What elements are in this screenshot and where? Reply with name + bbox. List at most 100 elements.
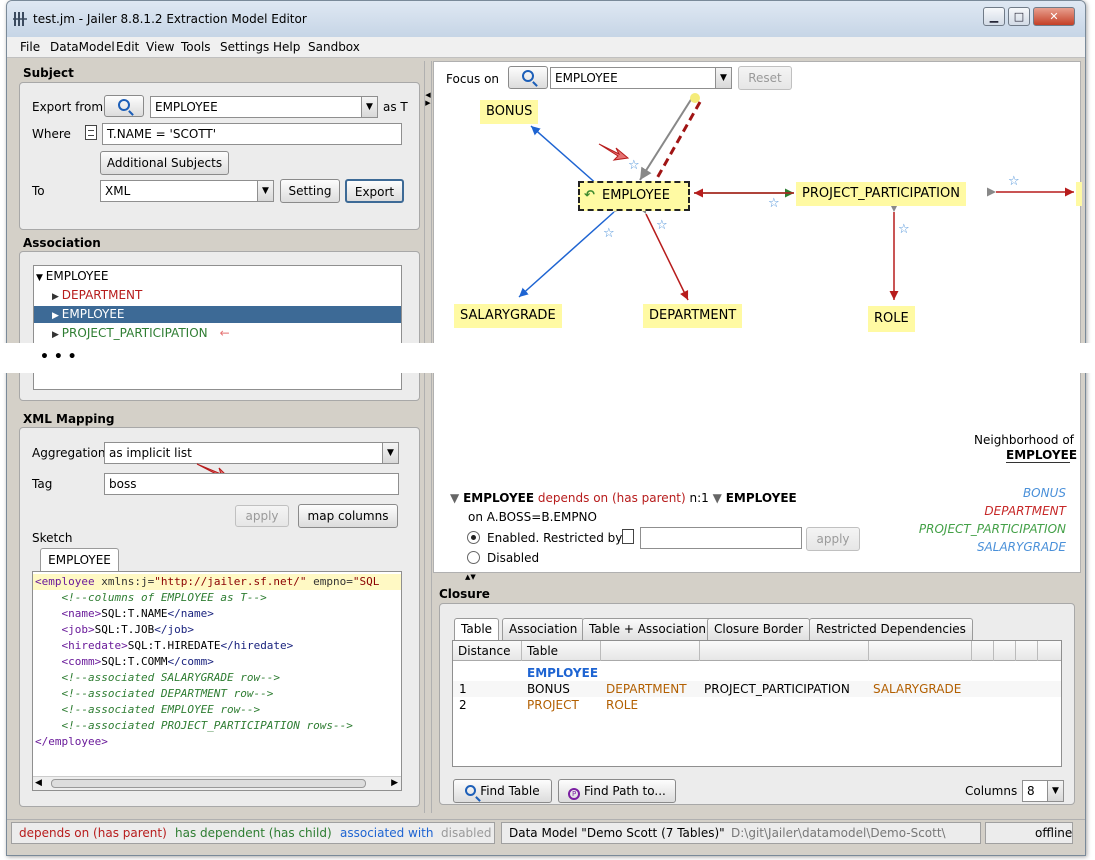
table-row[interactable]: 2 PROJECT ROLE [453, 697, 1061, 713]
export-from-label: Export from [32, 100, 104, 114]
data-model-panel [501, 822, 981, 844]
table-row-root[interactable]: EMPLOYEE [527, 666, 599, 680]
disabled-radio[interactable] [467, 551, 480, 564]
edge-salarygrade [518, 202, 624, 298]
triangle-down-icon: ▼ [450, 491, 460, 505]
menu-edit[interactable]: Edit [116, 40, 140, 54]
mode-panel [985, 822, 1073, 844]
tree-item-employee[interactable]: ▶ EMPLOYEE [34, 306, 401, 323]
restriction-input[interactable] [640, 527, 802, 549]
sketch-label: Sketch [32, 531, 73, 545]
neighborhood-item-salarygrade[interactable]: SALARYGRADE [976, 540, 1066, 554]
menu-view[interactable]: View [146, 40, 175, 54]
pointer-arrow-icon [598, 143, 630, 161]
menu-help[interactable]: Help [273, 40, 301, 54]
horizontal-scrollbar[interactable]: ◀ ▶ [33, 776, 401, 790]
menu-tools[interactable]: Tools [181, 40, 211, 54]
legend-associated-with: associated with [340, 826, 434, 840]
subject-panel: Export from EMPLOYEE ▼ as T Where T.NAME… [19, 82, 420, 230]
star-icon: ☆ [898, 222, 910, 237]
setting-button[interactable]: Setting [280, 179, 340, 203]
enabled-radio[interactable] [467, 531, 480, 544]
tree-root[interactable]: ▼ EMPLOYEE [36, 269, 109, 283]
menu-datamodel[interactable]: DataModel [50, 40, 115, 54]
column-header-table[interactable]: Table [527, 644, 559, 658]
apply-restriction-button[interactable]: apply [806, 527, 860, 551]
menu-file[interactable]: File [20, 40, 41, 54]
find-table-button[interactable]: Find Table [453, 779, 552, 803]
to-label: To [32, 184, 45, 198]
format-combo[interactable]: XML ▼ [100, 180, 274, 202]
refresh-icon: ↶ [584, 188, 595, 203]
node-employee[interactable]: ↶ EMPLOYEE [578, 181, 690, 211]
tab-sketch-employee[interactable]: EMPLOYEE [40, 548, 119, 572]
title-bar: test.jm - Jailer 8.8.1.2 Extraction Mode… [7, 1, 1085, 37]
table-cell: ROLE [606, 698, 639, 712]
search-subject-button[interactable] [104, 95, 144, 117]
tab-table-association[interactable]: Table + Association [582, 618, 714, 640]
export-button[interactable]: Export [345, 179, 404, 203]
tab-closure-border[interactable]: Closure Border [707, 618, 811, 640]
aggregation-combo[interactable]: as implicit list ▼ [104, 442, 399, 464]
focus-label: Focus on [446, 72, 500, 86]
disabled-label: Disabled [487, 551, 540, 565]
edge-department [638, 203, 689, 301]
maximize-button[interactable]: □ [1008, 7, 1030, 26]
map-columns-button[interactable]: map columns [298, 504, 398, 528]
close-button[interactable]: ✕ [1033, 7, 1075, 26]
node-project-participation[interactable]: PROJECT_PARTICIPATION [796, 182, 966, 206]
code-line: <!--columns of EMPLOYEE as T--> [35, 591, 267, 604]
star-icon: ☆ [768, 196, 780, 211]
find-path-button[interactable]: P Find Path to... [558, 779, 676, 803]
neighborhood-item-project-participation[interactable]: PROJECT_PARTICIPATION [918, 522, 1066, 536]
path-icon: P [568, 788, 581, 800]
node-department[interactable]: DEPARTMENT [643, 304, 743, 328]
focus-combo[interactable]: EMPLOYEE ▼ [550, 67, 732, 89]
distance-cell: 2 [459, 698, 467, 712]
tree-item-department[interactable]: ▶ DEPARTMENT [52, 288, 143, 302]
export-from-combo[interactable]: EMPLOYEE ▼ [150, 96, 378, 118]
horizontal-splitter[interactable]: ▲▼ [433, 573, 1081, 581]
neighborhood-item-bonus[interactable]: BONUS [1022, 486, 1066, 500]
tab-association[interactable]: Association [502, 618, 585, 640]
table-row[interactable]: 1 BONUS DEPARTMENT PROJECT_PARTICIPATION… [453, 681, 1061, 697]
closure-header: Closure [439, 587, 490, 601]
tag-input[interactable]: boss [104, 473, 399, 495]
focus-search-button[interactable] [508, 66, 548, 89]
closure-panel: Table Association Table + Association Cl… [439, 603, 1075, 805]
node-role[interactable]: ROLE [868, 306, 915, 332]
legend-depends-on: depends on (has parent) [19, 826, 167, 840]
chevron-down-icon: ▼ [257, 181, 273, 201]
neighborhood-item-department[interactable]: DEPARTMENT [984, 504, 1066, 518]
menu-sandbox[interactable]: Sandbox [308, 40, 360, 54]
code-line: <job>SQL:T.JOB</job> [61, 623, 194, 636]
graph-edges [518, 93, 1074, 301]
columns-combo[interactable]: 8 ▼ [1022, 780, 1064, 802]
apply-mapping-button[interactable]: apply [235, 505, 289, 527]
node-salarygrade[interactable]: SALARYGRADE [454, 304, 562, 328]
legend-panel [11, 822, 495, 844]
chevron-down-icon: ▼ [382, 443, 398, 463]
as-label: as T [383, 100, 408, 114]
node-bonus[interactable]: BONUS [480, 100, 539, 124]
tree-item-project-participation[interactable]: ▶ PROJECT_PARTICIPATION← [52, 326, 230, 340]
data-model-name: Data Model "Demo Scott (7 Tables)" [509, 826, 725, 840]
minimize-button[interactable]: ▁ [983, 7, 1005, 26]
chevron-down-icon: ▼ [361, 97, 377, 117]
connection-mode: offline [1035, 826, 1073, 840]
additional-subjects-button[interactable]: Additional Subjects [100, 151, 229, 175]
tab-restricted-dependencies[interactable]: Restricted Dependencies [809, 618, 973, 640]
chevron-down-icon: ▼ [715, 68, 731, 88]
tab-table[interactable]: Table [454, 618, 500, 640]
window-title: test.jm - Jailer 8.8.1.2 Extraction Mode… [33, 12, 307, 26]
reset-button[interactable]: Reset [738, 66, 792, 90]
where-input[interactable]: T.NAME = 'SCOTT' [102, 123, 402, 145]
column-header-distance[interactable]: Distance [458, 644, 511, 658]
search-icon [118, 99, 130, 111]
vertical-splitter[interactable]: ◀▶ [424, 61, 432, 813]
neighborhood-table: EMPLOYEE [1006, 448, 1078, 463]
enabled-label: Enabled. Restricted by [487, 531, 623, 545]
menu-settings[interactable]: Settings [220, 40, 270, 54]
ellipsis: • • • [40, 349, 77, 365]
table-header-row: Distance Table [453, 641, 1061, 661]
